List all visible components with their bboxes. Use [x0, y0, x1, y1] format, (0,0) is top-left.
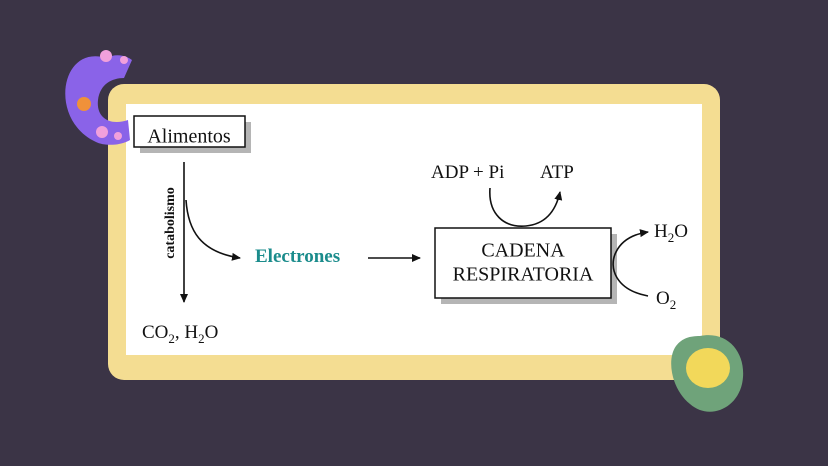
alimentos-box: Alimentos: [133, 115, 251, 153]
o2-label: O2: [656, 288, 676, 312]
o2-to-h2o-arrow: [612, 229, 649, 297]
cadena-label: CADENA: [481, 240, 565, 262]
co2-h2o-label: CO2, H2O: [142, 322, 218, 346]
atp-label: ATP: [540, 162, 574, 183]
h2o-label: H2O: [654, 221, 688, 245]
respiratoria-label: RESPIRATORIA: [453, 264, 594, 286]
catabolismo-label: catabolismo: [163, 187, 178, 259]
purple-blob-decoration: [65, 50, 132, 145]
alimentos-label: Alimentos: [147, 126, 231, 148]
curved-arrow-to-electrones: [185, 199, 241, 261]
green-blob-decoration: [671, 335, 744, 412]
cadena-respiratoria-box: CADENA RESPIRATORIA: [434, 227, 617, 304]
adp-to-atp-arrow: [489, 187, 563, 227]
electrones-label: Electrones: [255, 246, 340, 267]
adp-pi-label: ADP + Pi: [431, 162, 504, 183]
